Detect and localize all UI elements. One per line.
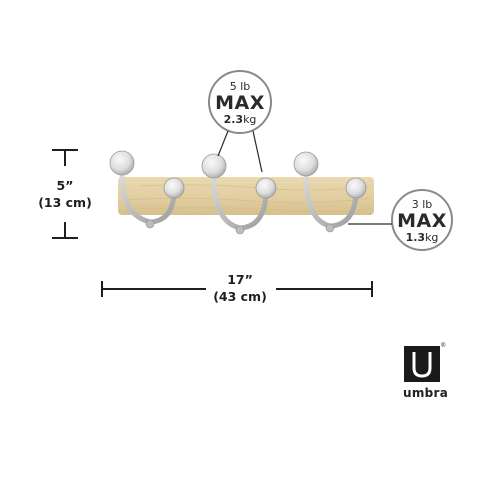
top-badge-text: 5 lb MAX 2.3kg (209, 80, 271, 126)
side-badge-max: MAX (397, 210, 447, 232)
top-badge-lb: 5 lb (229, 80, 251, 93)
height-inches: 5” (56, 178, 74, 193)
height-cm: (13 cm) (38, 195, 92, 210)
hook-3 (293, 151, 367, 233)
side-load-badge (348, 189, 453, 251)
height-dimension-label: 5” (13 cm) (27, 177, 103, 211)
width-cm: (43 cm) (213, 289, 267, 304)
registered-mark: ® (441, 343, 446, 349)
side-badge-lb: 3 lb (411, 198, 433, 211)
hook-2 (201, 153, 277, 235)
brand-name: umbra (403, 386, 449, 400)
top-load-badge (208, 70, 272, 173)
umbra-logo-icon (404, 346, 440, 382)
top-badge-kg: 2.3kg (223, 113, 257, 126)
width-dimension-label: 17” (43 cm) (200, 271, 280, 305)
width-dimension-line (101, 281, 373, 297)
width-inches: 17” (227, 272, 253, 287)
wood-board (118, 177, 374, 215)
side-badge-kg: 1.3kg (405, 231, 439, 244)
top-badge-max: MAX (215, 92, 265, 114)
hook-1 (109, 150, 185, 229)
side-badge-text: 3 lb MAX 1.3kg (392, 198, 452, 244)
height-dimension-line (52, 149, 78, 239)
